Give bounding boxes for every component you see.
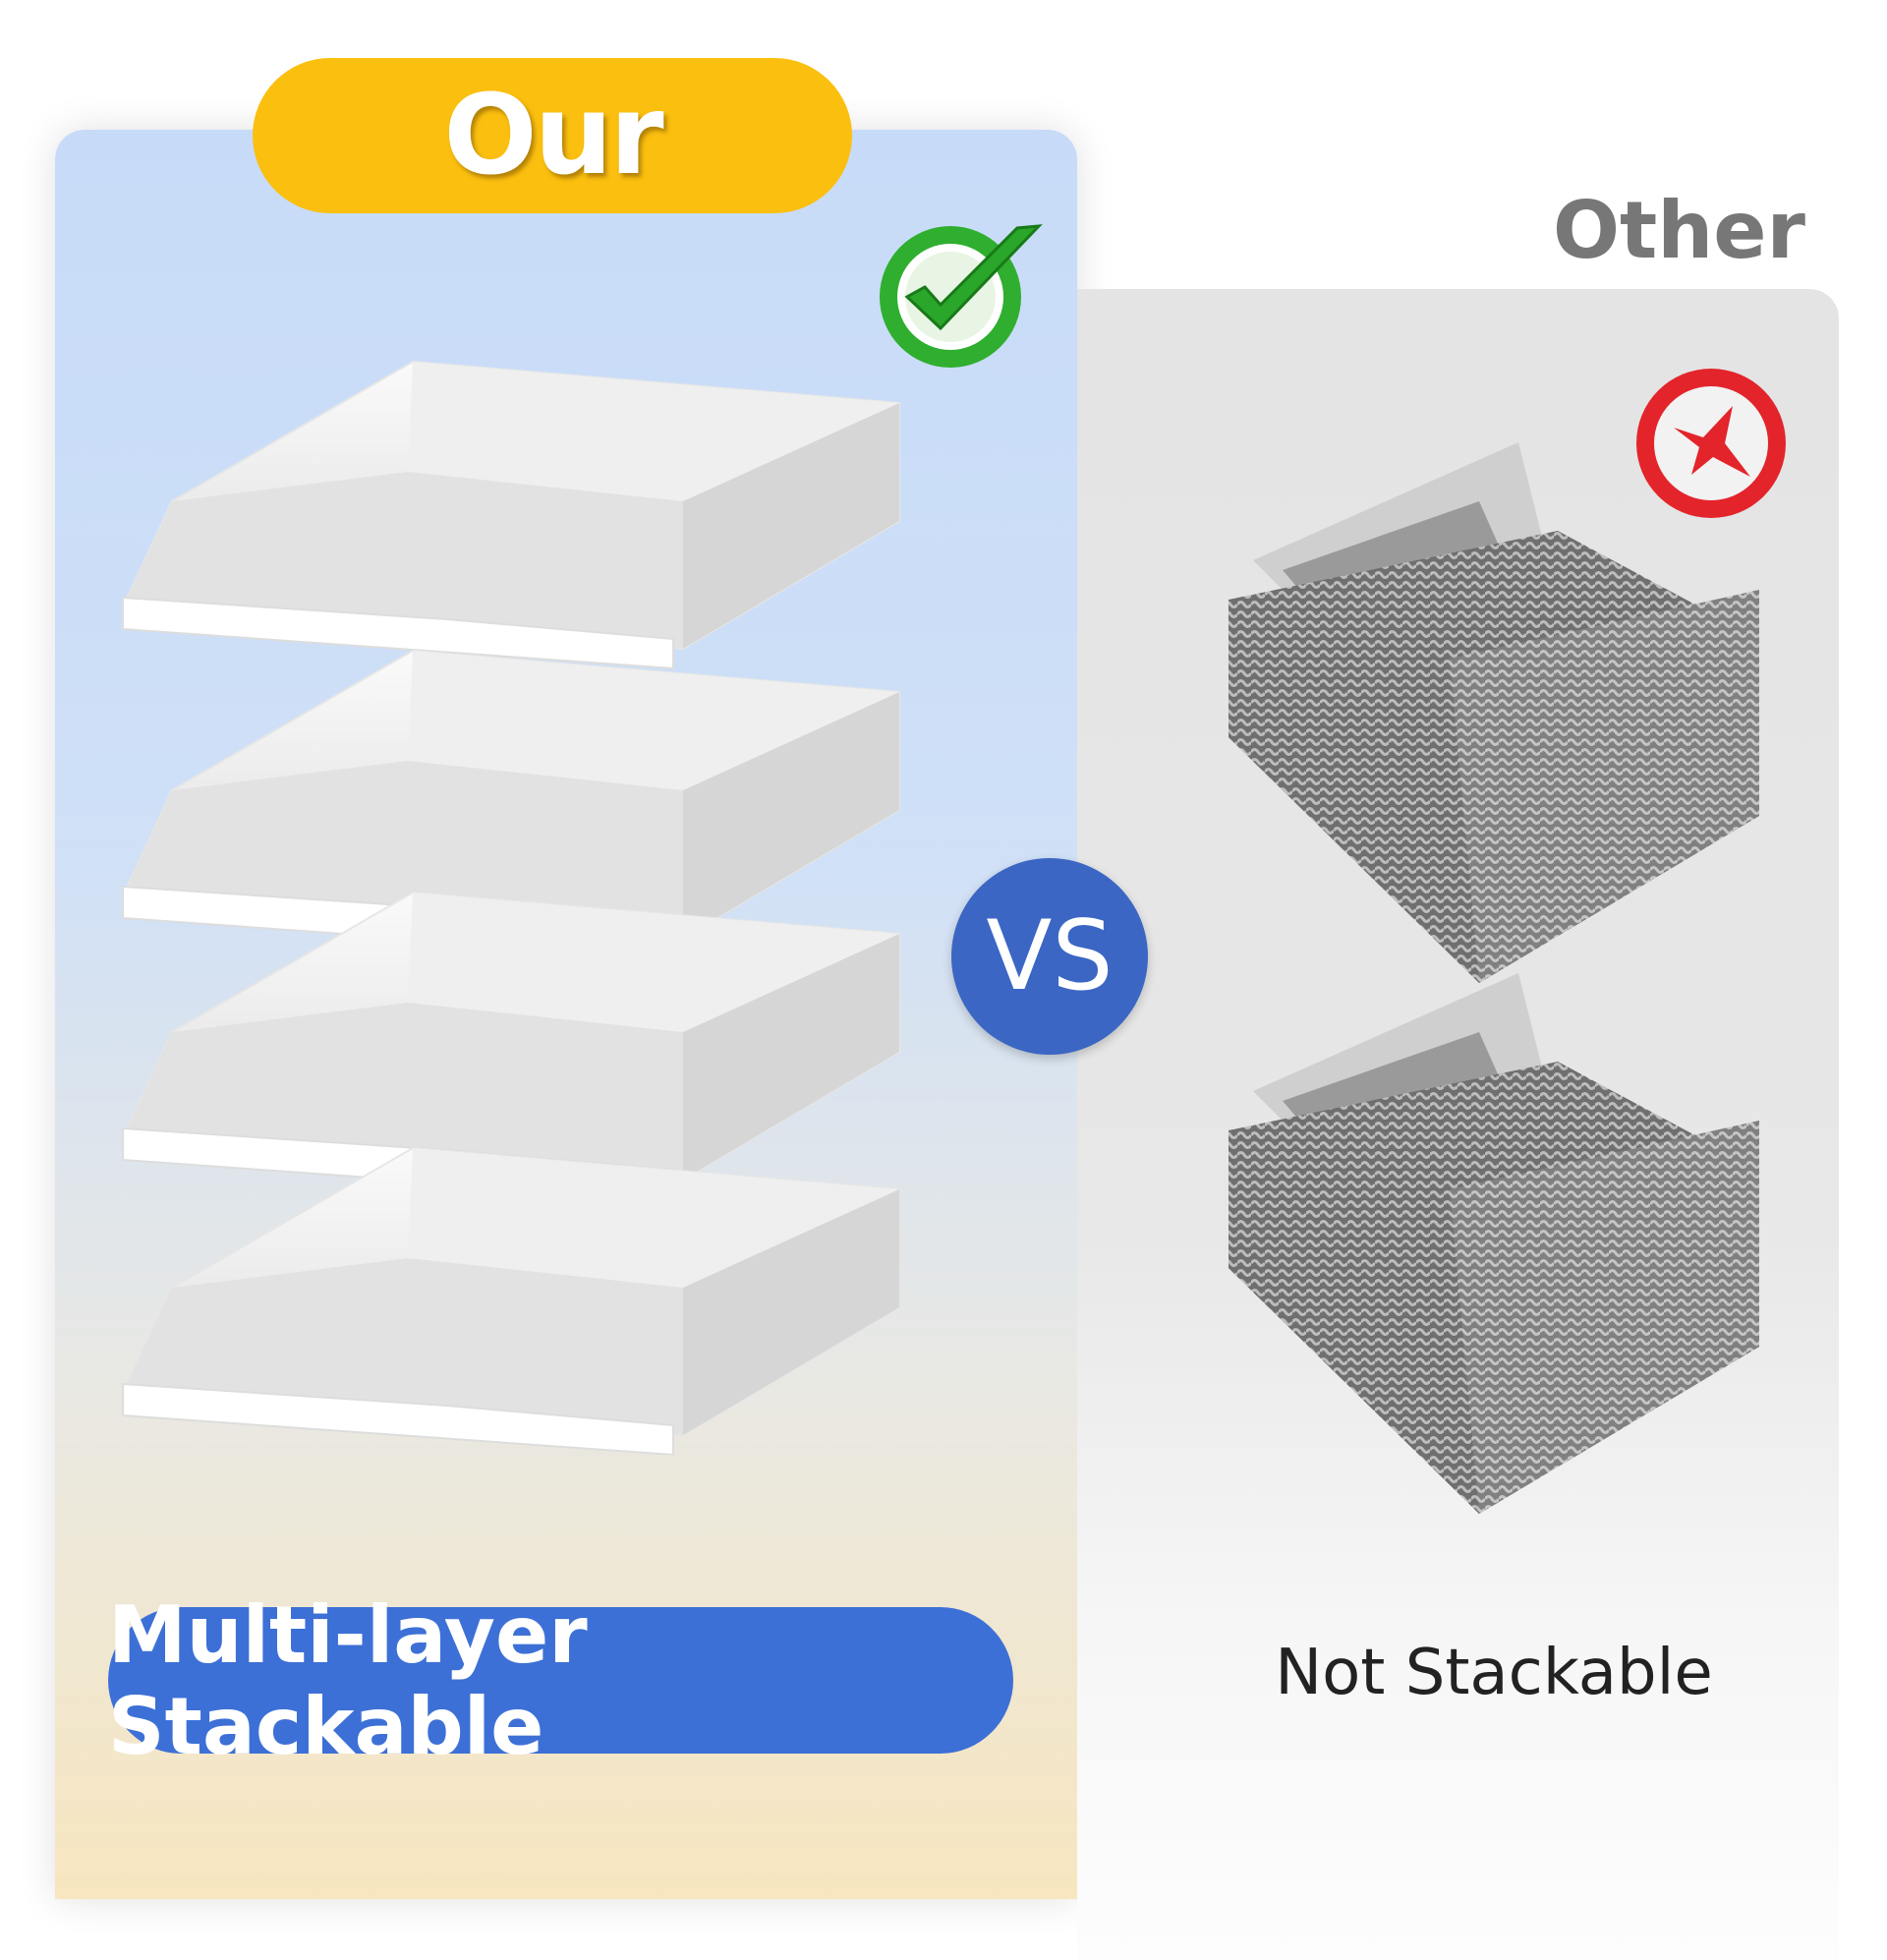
vs-badge: VS	[951, 858, 1148, 1055]
our-badge: Our	[253, 58, 852, 213]
check-icon	[880, 224, 1043, 368]
tray-stack	[122, 361, 900, 1455]
not-stackable-label: Not Stackable	[1275, 1637, 1713, 1709]
cross-icon	[1636, 369, 1786, 518]
basket-stack	[1229, 442, 1759, 1514]
multi-layer-stackable-label: Multi-layer Stackable	[108, 1589, 1013, 1772]
other-label: Other	[1553, 185, 1805, 276]
